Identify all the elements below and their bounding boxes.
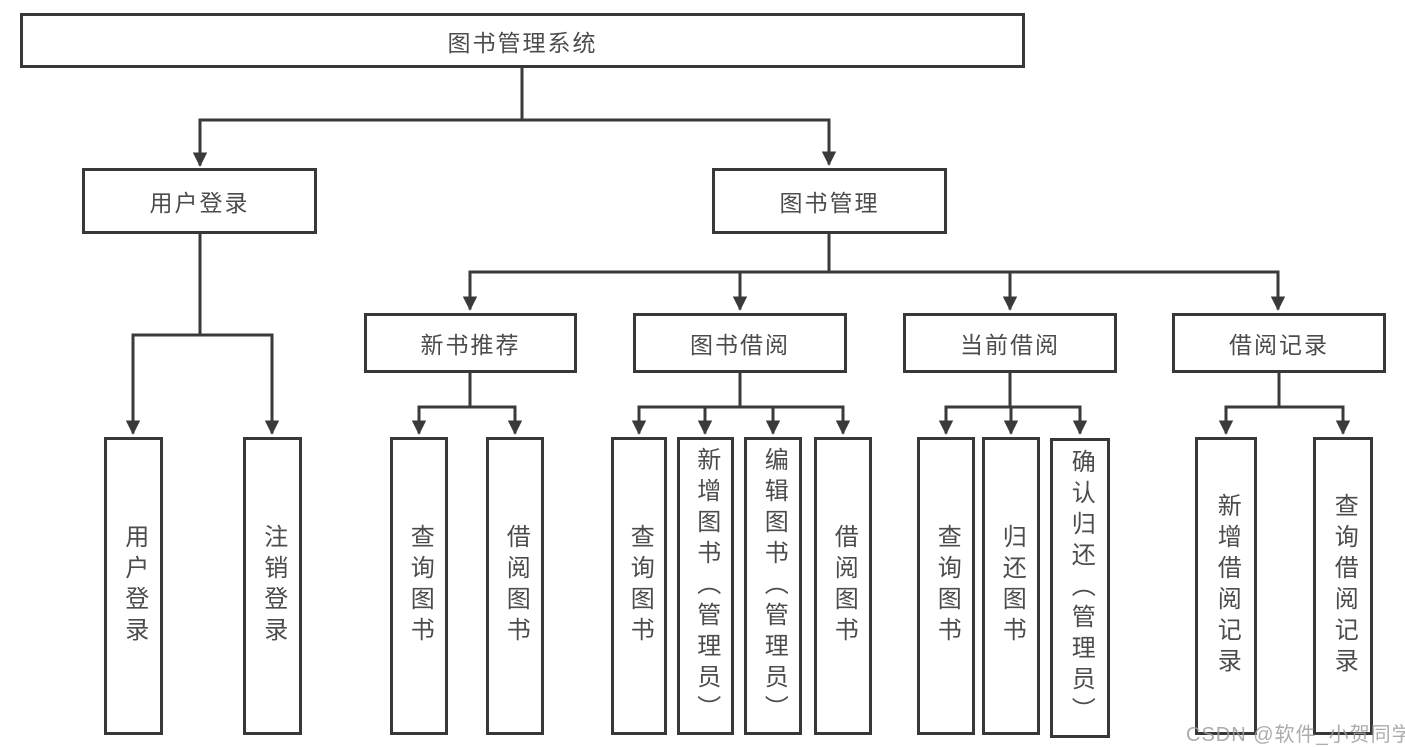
node-user-login-label: 用户登录 bbox=[149, 190, 250, 216]
leaf-query-borrow-record: 查询借阅记录 bbox=[1313, 437, 1373, 735]
leaf-add-borrow-record: 新增借阅记录 bbox=[1195, 437, 1257, 735]
leaf-borrow-books-label: 借阅图书 bbox=[830, 524, 858, 648]
connector-user-login-children bbox=[131, 232, 274, 337]
leaf-newrec-borrow-books: 借阅图书 bbox=[486, 437, 544, 735]
leaf-borrow-books: 借阅图书 bbox=[814, 437, 872, 735]
connector-new-book-children bbox=[417, 371, 517, 409]
connector-current-borrow-children bbox=[944, 371, 1082, 409]
leaf-query-borrow-record-label: 查询借阅记录 bbox=[1330, 493, 1358, 679]
connector-book-borrow-children bbox=[637, 371, 845, 409]
node-new-book-recommend-label: 新书推荐 bbox=[420, 332, 521, 358]
leaf-user-login: 用户登录 bbox=[104, 437, 163, 735]
leaf-edit-book-admin-label: 编辑图书（管理员） bbox=[760, 446, 788, 726]
node-book-borrow-label: 图书借阅 bbox=[690, 332, 790, 358]
node-borrow-records: 借阅记录 bbox=[1172, 313, 1386, 373]
leaf-add-book-admin: 新增图书（管理员） bbox=[677, 437, 734, 735]
node-borrow-records-label: 借阅记录 bbox=[1229, 332, 1329, 358]
node-book-management-label: 图书管理 bbox=[779, 190, 880, 216]
leaf-logout-label: 注销登录 bbox=[259, 524, 287, 648]
node-current-borrow: 当前借阅 bbox=[903, 313, 1117, 373]
leaf-borrow-query-books: 查询图书 bbox=[611, 437, 667, 735]
leaf-edit-book-admin: 编辑图书（管理员） bbox=[744, 437, 802, 735]
node-book-management: 图书管理 bbox=[712, 168, 947, 234]
node-new-book-recommend: 新书推荐 bbox=[364, 313, 577, 373]
csdn-watermark: CSDN @软件_小贺同学 bbox=[1186, 724, 1405, 746]
leaf-confirm-return-admin: 确认归还（管理员） bbox=[1050, 438, 1110, 738]
node-root-label: 图书管理系统 bbox=[447, 29, 598, 56]
leaf-add-book-admin-label: 新增图书（管理员） bbox=[692, 446, 720, 726]
leaf-confirm-return-admin-label: 确认归还（管理员） bbox=[1067, 448, 1095, 728]
leaf-return-books-label: 归还图书 bbox=[998, 524, 1026, 648]
leaf-add-borrow-record-label: 新增借阅记录 bbox=[1213, 493, 1241, 679]
connector-book-mgmt-children bbox=[468, 231, 1280, 274]
connector-root-to-level2 bbox=[198, 66, 831, 122]
node-user-login: 用户登录 bbox=[82, 168, 317, 234]
leaf-borrow-query-books-label: 查询图书 bbox=[626, 524, 654, 648]
leaf-current-query-books-label: 查询图书 bbox=[933, 524, 961, 648]
leaf-newrec-borrow-books-label: 借阅图书 bbox=[502, 524, 530, 648]
node-root: 图书管理系统 bbox=[20, 13, 1025, 68]
leaf-newrec-query-books-label: 查询图书 bbox=[406, 524, 434, 648]
connector-borrow-records-children bbox=[1224, 371, 1345, 409]
leaf-user-login-label: 用户登录 bbox=[120, 524, 148, 648]
leaf-current-query-books: 查询图书 bbox=[917, 437, 975, 735]
node-book-borrow: 图书借阅 bbox=[633, 313, 847, 373]
leaf-newrec-query-books: 查询图书 bbox=[390, 437, 448, 735]
node-current-borrow-label: 当前借阅 bbox=[960, 332, 1060, 358]
leaf-logout: 注销登录 bbox=[243, 437, 302, 735]
leaf-return-books: 归还图书 bbox=[982, 437, 1040, 735]
